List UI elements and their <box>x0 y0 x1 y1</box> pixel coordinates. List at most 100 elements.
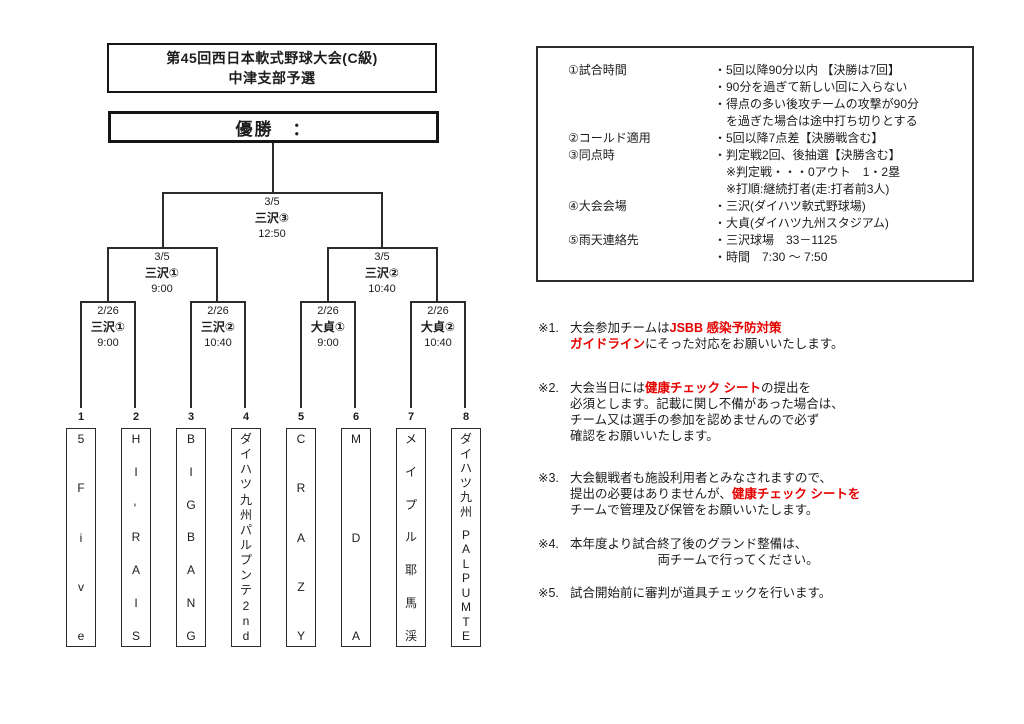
rules-item-3: ③同点時・判定戦2回、後抽選【決勝含む】 ※判定戦・・・0アウト 1・2塁 ※打… <box>568 147 972 198</box>
round1-match3-label: 2/26 大貞① 9:00 <box>311 303 345 351</box>
team-name-char: - <box>129 502 143 507</box>
match-date: 2/26 <box>317 305 339 317</box>
rules-line: ・90分を過ぎて新しい回に入らない <box>714 80 908 94</box>
note-line: 試合開始前に審判が道具チェックを行います。 <box>570 585 831 601</box>
team-name-box: メイプル耶馬渓 <box>396 428 426 647</box>
match-time: 10:40 <box>368 283 396 295</box>
match-time: 10:40 <box>424 337 452 349</box>
bracket-line <box>80 301 136 303</box>
team-name-char: 渓 <box>404 628 417 643</box>
rules-line: ・得点の多い後攻チームの攻撃が90分 <box>714 97 919 111</box>
semifinal-right-label: 3/5 三沢② 10:40 <box>365 249 399 297</box>
team-name-char: ツ <box>239 477 252 492</box>
champion-box: 優勝 ： <box>108 111 439 143</box>
note-1: ※1.大会参加チームはJSBB 感染予防対策ガイドラインにそった対応をお願いいた… <box>538 320 844 352</box>
note-line: 大会当日には健康チェック シートの提出を <box>570 380 844 396</box>
team-name-char: A <box>296 530 305 545</box>
bracket-line <box>410 301 466 303</box>
team-name-char: T <box>462 614 470 629</box>
bracket-line <box>190 301 246 303</box>
note-text-highlight: 健康チェック シート <box>645 381 761 395</box>
match-time: 10:40 <box>204 337 232 349</box>
team-name-char: 5 <box>77 432 85 446</box>
bracket-line <box>107 247 109 301</box>
team-seed: 2 <box>132 411 140 423</box>
note-lines: 本年度より試合終了後のグランド整備は、 両チームで行ってください。 <box>570 536 819 568</box>
note-text: 両チームで行ってください。 <box>570 553 819 567</box>
team-name-char: R <box>131 530 141 545</box>
match-time: 9:00 <box>151 283 173 295</box>
note-line: チーム又は選手の参加を認めませんので必ず <box>570 412 844 428</box>
team-name-char: ダ <box>459 432 472 446</box>
team-name-char: N <box>186 596 196 611</box>
match-name: 大貞① <box>310 320 346 334</box>
match-date: 3/5 <box>374 251 390 263</box>
team-name-char: R <box>296 481 306 496</box>
team-name-char: Y <box>296 629 305 643</box>
match-date: 3/5 <box>154 251 170 263</box>
team-name-char: ハ <box>459 461 472 475</box>
rules-line: ・5回以降90分以内 【決勝は7回】 <box>714 63 901 77</box>
team-seed: 7 <box>407 411 415 423</box>
team-name-char: プ <box>404 497 417 512</box>
tournament-title-box: 第45回西日本軟式野球大会(C級) 中津支部予選 <box>107 43 437 93</box>
note-line: 大会参加チームはJSBB 感染予防対策 <box>570 320 844 336</box>
team-name-char: ル <box>404 530 417 545</box>
note-text: 試合開始前に審判が道具チェックを行います。 <box>570 586 832 600</box>
note-marker: ※5. <box>538 586 559 600</box>
team-name-char: ツ <box>459 475 472 490</box>
semifinal-left-label: 3/5 三沢① 9:00 <box>145 249 179 297</box>
match-name: 三沢① <box>90 320 126 334</box>
rules-item-lines: ・5回以降7点差【決勝戦含む】 <box>714 130 972 147</box>
team-name-char: A <box>186 563 195 578</box>
match-name: 三沢② <box>200 320 236 334</box>
rules-item-lines: ・三沢(ダイハツ軟式野球場)・大貞(ダイハツ九州スタジアム) <box>714 198 972 232</box>
team-name-char: イ <box>459 446 472 461</box>
bracket-line <box>327 247 329 301</box>
note-5: ※5. 試合開始前に審判が道具チェックを行います。 <box>538 585 831 601</box>
rules-item-label: ④大会会場 <box>568 199 627 213</box>
note-4: ※4. 本年度より試合終了後のグランド整備は、 両チームで行ってください。 <box>538 536 819 568</box>
team-seed: 1 <box>77 411 85 423</box>
note-line: 必須とします。記載に関し不備があった場合は、 <box>570 396 844 412</box>
team-name-char: G <box>186 628 196 643</box>
match-name: 三沢③ <box>254 211 290 225</box>
round1-match2-label: 2/26 三沢② 10:40 <box>201 303 235 351</box>
team-name-char: U <box>461 585 471 600</box>
note-3: ※3.大会観戦者も施設利用者とみなされますので、提出の必要はありませんが、健康チ… <box>538 470 860 518</box>
note-text: チームで管理及び保管をお願いいたします。 <box>570 503 819 517</box>
team-seed: 3 <box>187 411 195 423</box>
team-name-char: n <box>242 613 250 628</box>
rules-line: ・三沢(ダイハツ軟式野球場) <box>714 199 866 213</box>
team-name-char: B <box>186 432 195 446</box>
team-seed: 8 <box>462 411 470 423</box>
team-name-char: 州 <box>239 507 252 522</box>
team-name-char: プ <box>239 553 252 568</box>
team-name-char: i <box>79 530 83 545</box>
note-line: 両チームで行ってください。 <box>570 552 819 568</box>
note-text: の提出を <box>761 381 812 395</box>
rules-line: ・5回以降7点差【決勝戦含む】 <box>714 131 884 145</box>
match-time: 9:00 <box>97 337 119 349</box>
note-marker: ※3. <box>538 471 559 485</box>
tournament-title-line1: 第45回西日本軟式野球大会(C級) <box>166 50 378 66</box>
bracket-line <box>327 247 438 249</box>
team-name-char: Z <box>297 579 305 594</box>
bracket-line <box>300 301 302 408</box>
rules-line: ※判定戦・・・0アウト 1・2塁 <box>714 165 901 179</box>
team-name-char: v <box>78 579 84 594</box>
match-name: 大貞② <box>420 320 456 334</box>
note-marker: ※1. <box>538 321 559 335</box>
bracket-line <box>354 301 356 408</box>
team-seed: 4 <box>242 411 250 423</box>
note-marker: ※4. <box>538 537 559 551</box>
team-name-char: M <box>351 432 361 446</box>
